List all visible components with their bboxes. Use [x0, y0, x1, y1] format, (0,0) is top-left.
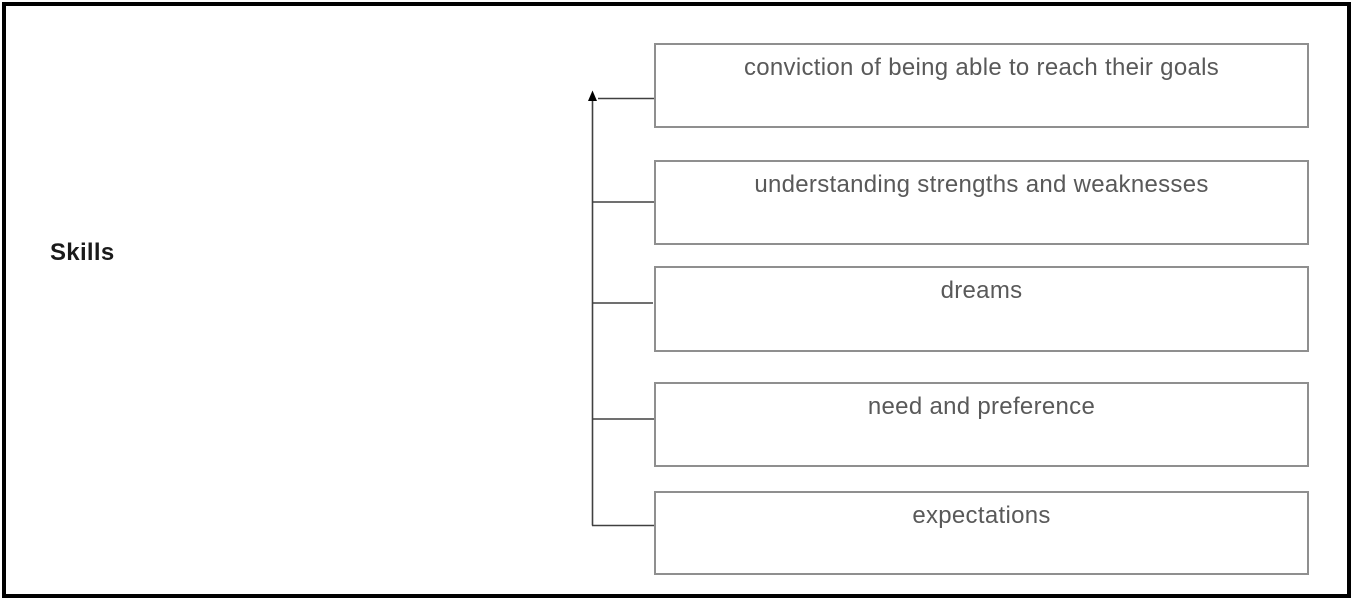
- branch-node-label: need and preference: [867, 393, 1096, 420]
- branch-node-box: conviction of being able to reach their …: [654, 43, 1309, 128]
- branch-node-box: expectations: [654, 491, 1309, 575]
- branch-node-box: dreams: [654, 266, 1309, 352]
- diagram-outer-border: [2, 2, 1351, 598]
- branch-node-label: conviction of being able to reach their …: [743, 54, 1220, 81]
- branch-node-box: understanding strengths and weaknesses: [654, 160, 1309, 245]
- branch-node-box: need and preference: [654, 382, 1309, 467]
- branch-node-label: understanding strengths and weaknesses: [754, 171, 1209, 198]
- root-node-label: Skills: [50, 239, 115, 266]
- branch-node-label: dreams: [940, 277, 1023, 304]
- branch-node-label: expectations: [912, 502, 1051, 529]
